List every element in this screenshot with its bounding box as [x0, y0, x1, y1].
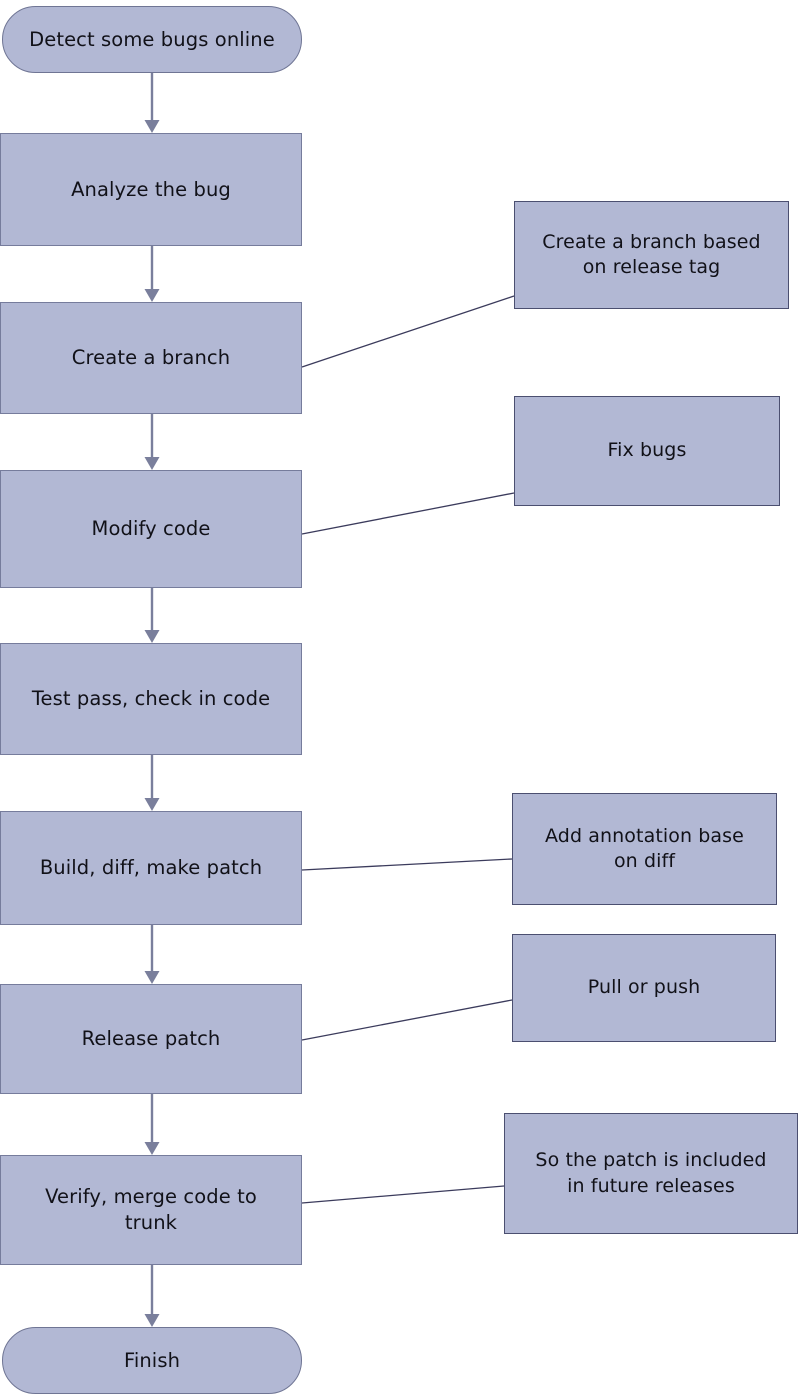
flow-node-label: Test pass, check in code: [31, 687, 271, 711]
note-node-note-add-annotation: Add annotation base on diff: [512, 793, 777, 905]
arrow-create-branch-to-modify-head: [144, 457, 160, 470]
flow-node-modify-code: Modify code: [0, 470, 302, 588]
arrow-release-to-verify: [144, 1094, 160, 1155]
flow-node-label: Create a branch: [71, 346, 231, 370]
flow-node-label: Finish: [123, 1348, 181, 1372]
line-verify-merge-note: [301, 1185, 505, 1204]
flow-node-test-checkin: Test pass, check in code: [0, 643, 302, 755]
note-node-label: Fix bugs: [607, 439, 687, 462]
note-node-label: Pull or push: [587, 976, 701, 999]
note-node-note-pull-or-push: Pull or push: [512, 934, 776, 1042]
arrow-verify-to-finish: [144, 1265, 160, 1327]
arrow-create-branch-to-modify: [144, 414, 160, 470]
arrow-start-to-analyze: [144, 73, 160, 133]
note-node-note-fix-bugs: Fix bugs: [514, 396, 780, 506]
flow-node-label: Detect some bugs online: [29, 27, 275, 51]
flow-node-label: Release patch: [81, 1027, 221, 1051]
arrow-build-to-release: [144, 925, 160, 984]
note-node-label: Add annotation base on diff: [545, 824, 744, 872]
flow-node-label: Verify, merge code to trunk: [45, 1185, 257, 1234]
arrow-modify-to-test: [144, 588, 160, 643]
arrow-analyze-to-create-branch-head: [144, 289, 160, 302]
line-release-patch-note: [301, 999, 513, 1041]
flow-node-start: Detect some bugs online: [2, 6, 302, 73]
arrow-release-to-verify-head: [144, 1142, 160, 1155]
arrow-analyze-to-create-branch: [144, 246, 160, 302]
arrow-build-to-release-head: [144, 971, 160, 984]
arrow-test-to-build-head: [144, 798, 160, 811]
arrow-test-to-build: [144, 755, 160, 811]
flow-node-build-diff-patch: Build, diff, make patch: [0, 811, 302, 925]
line-modify-code-note: [301, 492, 515, 535]
flow-node-verify-merge: Verify, merge code to trunk: [0, 1155, 302, 1265]
line-build-patch-note: [301, 858, 513, 871]
flow-node-label: Modify code: [91, 517, 211, 541]
flow-node-analyze: Analyze the bug: [0, 133, 302, 246]
arrow-start-to-analyze-head: [144, 120, 160, 133]
note-node-label: So the patch is included in future relea…: [535, 1149, 767, 1197]
note-node-note-create-branch: Create a branch based on release tag: [514, 201, 789, 309]
flow-node-label: Build, diff, make patch: [39, 856, 263, 880]
arrow-modify-to-test-head: [144, 630, 160, 643]
flow-node-release-patch: Release patch: [0, 984, 302, 1094]
line-create-branch-note: [301, 295, 515, 368]
arrow-verify-to-finish-head: [144, 1314, 160, 1327]
flow-node-finish: Finish: [2, 1327, 302, 1394]
flow-node-label: Analyze the bug: [71, 177, 231, 201]
note-node-note-future-releases: So the patch is included in future relea…: [504, 1113, 798, 1234]
note-node-label: Create a branch based on release tag: [542, 230, 761, 278]
flow-node-create-branch: Create a branch: [0, 302, 302, 414]
note-connector-group: [301, 295, 515, 1204]
